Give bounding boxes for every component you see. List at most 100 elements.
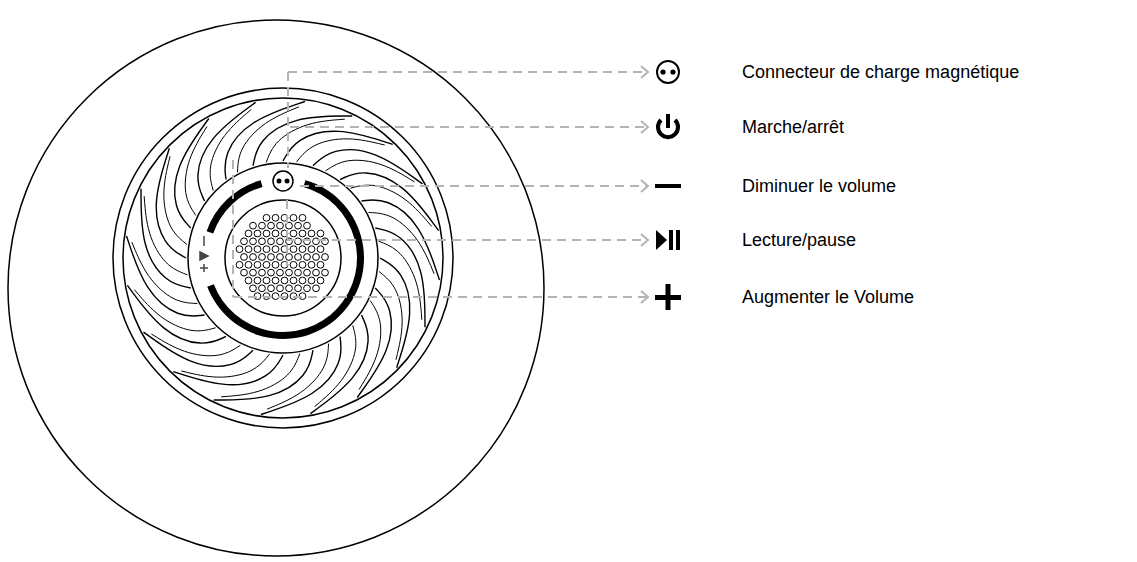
- charge-icon-pin: [660, 69, 665, 74]
- grille-hole: [313, 269, 320, 276]
- grille-hole: [254, 277, 261, 284]
- grille-hole: [272, 293, 279, 300]
- leader-line: [288, 71, 646, 73]
- grille-hole: [304, 238, 311, 245]
- grille-hole: [304, 285, 311, 292]
- grille-hole: [277, 269, 284, 276]
- grille-hole: [268, 269, 275, 276]
- inner-ring: [188, 163, 378, 353]
- grille-hole: [245, 261, 252, 268]
- grille-hole: [290, 214, 297, 221]
- grille-hole: [263, 246, 270, 253]
- grille-hole: [254, 261, 261, 268]
- arrowhead: [641, 180, 648, 192]
- grille-hole: [259, 254, 266, 261]
- grille-hole: [304, 254, 311, 261]
- grille-hole: [277, 222, 284, 229]
- grille-hole: [295, 254, 302, 261]
- grille-hole: [245, 246, 252, 253]
- grille-hole: [295, 222, 302, 229]
- play-pause-icon: [656, 230, 680, 250]
- control-ring: [207, 180, 364, 339]
- leader-line: [286, 200, 288, 266]
- grille-hole: [290, 277, 297, 284]
- fan-blade-edge: [221, 354, 300, 397]
- part-label: Augmenter le Volume: [742, 286, 914, 308]
- control-ring-arc: [207, 180, 364, 339]
- play-mark: [200, 252, 208, 260]
- grille-hole: [281, 277, 288, 284]
- grille-hole: [259, 222, 266, 229]
- fan-blade: [375, 228, 425, 327]
- grille-hole: [254, 230, 261, 237]
- side-controls: [200, 236, 208, 272]
- grille-hole: [245, 230, 252, 237]
- charge-icon-ring: [657, 61, 679, 83]
- fan-blade: [173, 355, 283, 385]
- grille-hole: [241, 254, 248, 261]
- arrowhead: [641, 234, 648, 246]
- grille-hole: [250, 254, 257, 261]
- grille-hole: [241, 238, 248, 245]
- grille-hole: [263, 261, 270, 268]
- grille-hole: [299, 246, 306, 253]
- leader-line: [287, 72, 289, 168]
- charge-port-ring: [273, 171, 293, 191]
- play-icon: [656, 230, 667, 250]
- grille-hole: [236, 246, 243, 253]
- fan-blade-edge: [326, 160, 415, 182]
- grille-hole: [241, 269, 248, 276]
- grille-hole: [272, 246, 279, 253]
- grille-hole: [299, 214, 306, 221]
- leader-line: [300, 185, 646, 187]
- grille-hole: [313, 285, 320, 292]
- grille-hole: [295, 269, 302, 276]
- grille-hole: [308, 277, 315, 284]
- grille-hole: [313, 254, 320, 261]
- grille-hole: [299, 277, 306, 284]
- plus-icon-bar: [666, 284, 671, 310]
- pause-bar: [676, 230, 680, 250]
- grille-hole: [272, 214, 279, 221]
- fan-blades: [127, 102, 440, 415]
- grille-hole: [322, 269, 329, 276]
- part-label: Connecteur de charge magnétique: [742, 61, 1019, 83]
- grille-hole: [290, 230, 297, 237]
- grille-hole: [272, 230, 279, 237]
- grille-hole: [277, 285, 284, 292]
- fan-blade-edge: [151, 334, 240, 356]
- grille-hole: [263, 230, 270, 237]
- grille-hole: [317, 230, 324, 237]
- grille-hole: [268, 254, 275, 261]
- grille-hole: [286, 269, 293, 276]
- minus-icon: [655, 184, 681, 188]
- leader-lines: [233, 72, 646, 297]
- grille-hole: [272, 277, 279, 284]
- grille-hole: [313, 238, 320, 245]
- grille-hole: [268, 285, 275, 292]
- grille-hole: [272, 261, 279, 268]
- grille-hole: [250, 222, 257, 229]
- leader-line: [233, 296, 646, 298]
- grille-hole: [304, 269, 311, 276]
- part-label: Lecture/pause: [742, 229, 856, 251]
- grille-hole: [277, 254, 284, 261]
- fan-blade-edge: [144, 196, 187, 275]
- grille-hole: [299, 230, 306, 237]
- grille-hole: [299, 261, 306, 268]
- fan-blade: [141, 189, 191, 288]
- arrowhead: [641, 66, 648, 78]
- leader-arrowheads: [641, 66, 648, 303]
- charge-icon-pin: [670, 69, 675, 74]
- grille-hole: [250, 285, 257, 292]
- grille-hole: [245, 277, 252, 284]
- fan-blade: [380, 258, 410, 368]
- speaker-housing: [8, 20, 544, 556]
- charge-pin: [285, 179, 290, 184]
- grille-hole: [236, 261, 243, 268]
- outer-ring: [113, 88, 453, 428]
- speaker-grille: [225, 200, 341, 316]
- grille-hole: [322, 238, 329, 245]
